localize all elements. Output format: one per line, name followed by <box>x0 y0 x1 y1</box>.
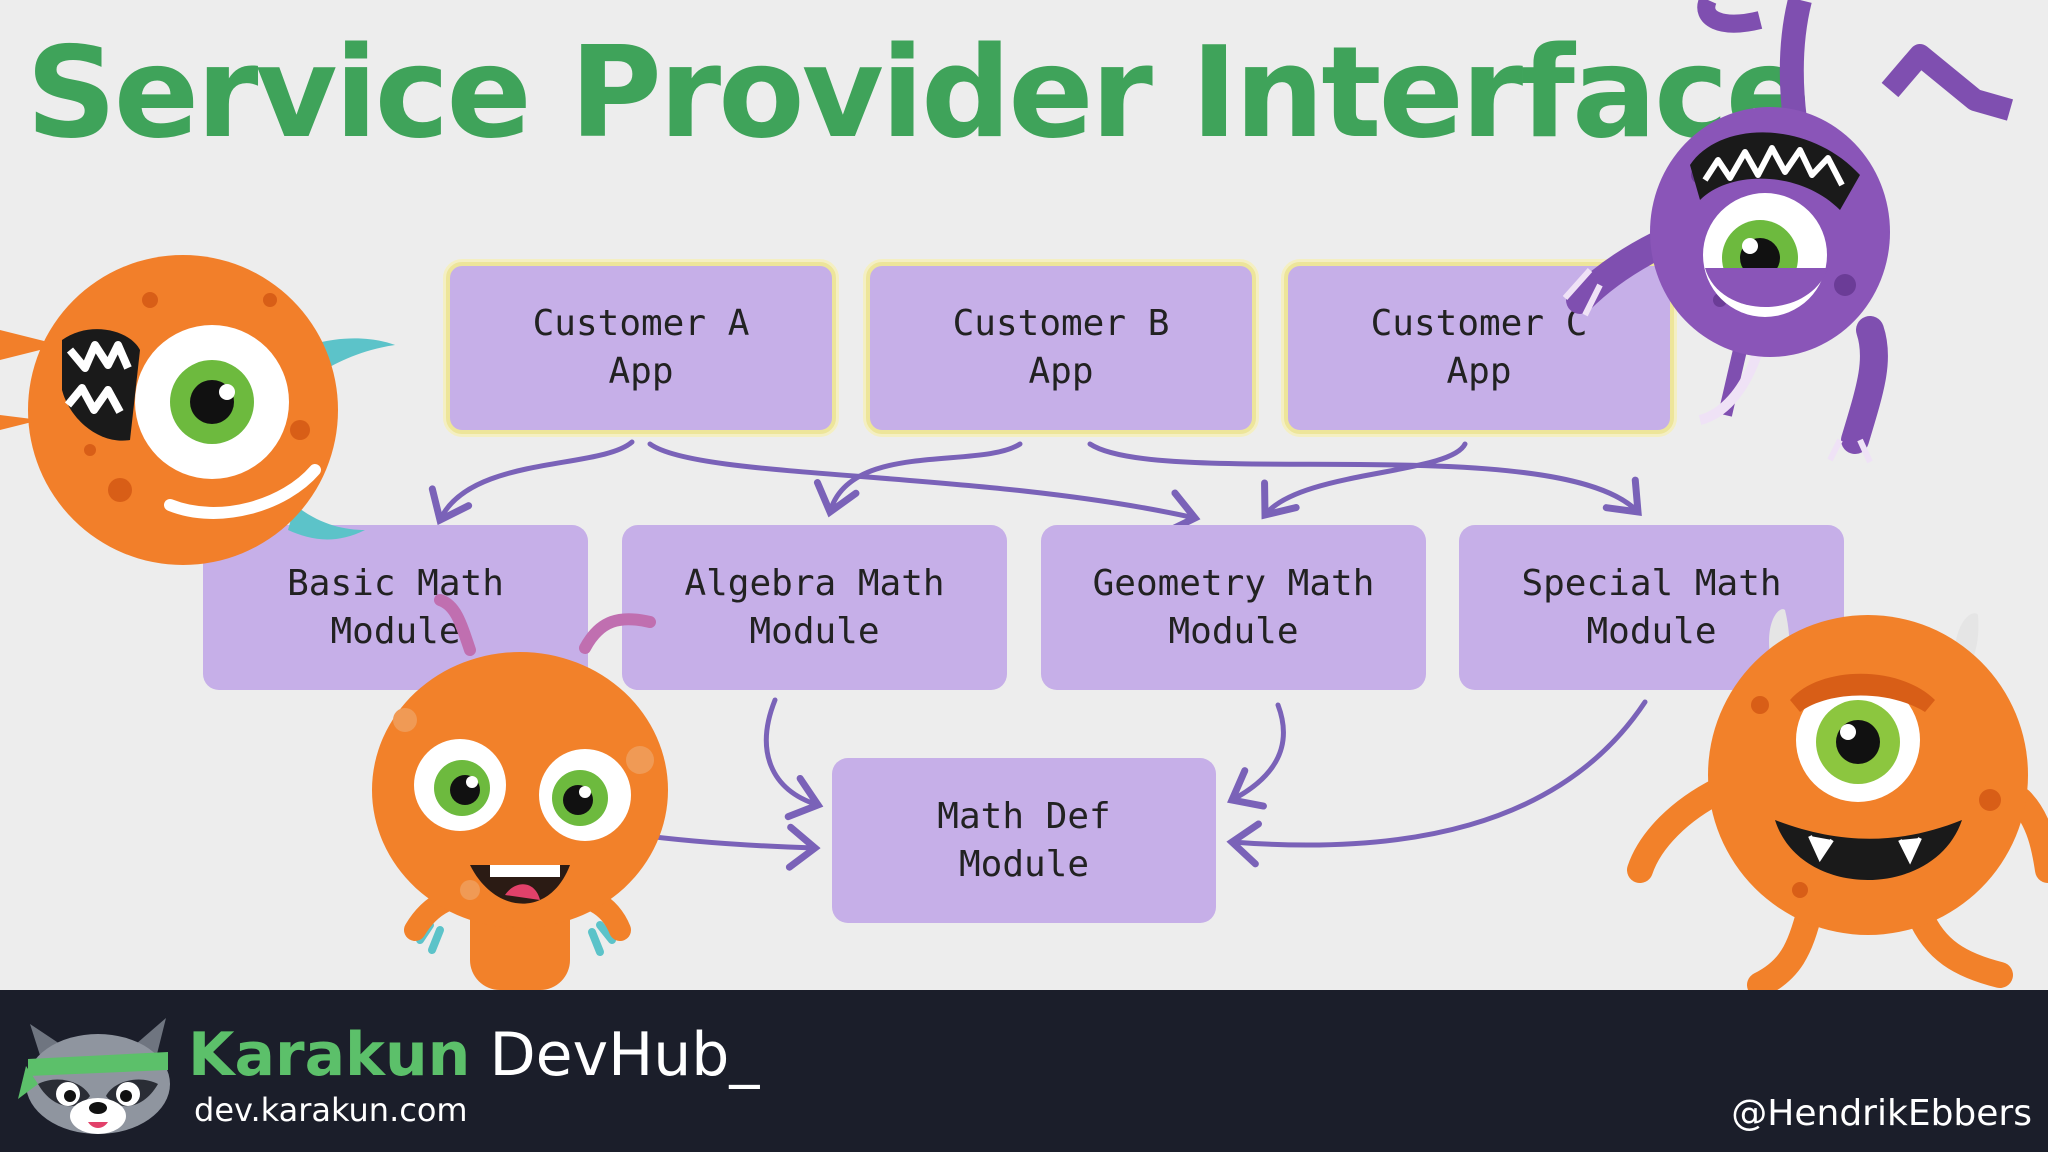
author-handle: @HendrikEbbers <box>1731 1093 2032 1134</box>
customer-b-app: Customer B App <box>866 262 1256 434</box>
slide-title: Service Provider Interface <box>26 19 1811 166</box>
slide: Service Provider Interface Customer A Ap… <box>0 0 2048 990</box>
purple-hanging-monster-icon <box>1562 0 2014 464</box>
orange-horned-monster-icon <box>1627 609 2048 990</box>
math-def-module: Math Def Module <box>832 758 1216 923</box>
raccoon-logo-icon <box>18 1018 170 1134</box>
monster-illustrations <box>0 0 2048 990</box>
brand-url: dev.karakun.com <box>194 1091 468 1129</box>
brand-name-bold: Karakun <box>188 1020 471 1090</box>
customer-a-app: Customer A App <box>446 262 836 434</box>
brand-name: Karakun DevHub_ <box>188 1020 759 1090</box>
footer-bar: Karakun DevHub_ dev.karakun.com @Hendrik… <box>0 990 2048 1152</box>
orange-furry-monster-icon <box>372 594 668 990</box>
algebra-math-module: Algebra Math Module <box>622 525 1007 690</box>
geometry-math-module: Geometry Math Module <box>1041 525 1426 690</box>
brand-name-rest: DevHub_ <box>470 1020 760 1090</box>
orange-one-eyed-monster-icon <box>0 255 395 565</box>
